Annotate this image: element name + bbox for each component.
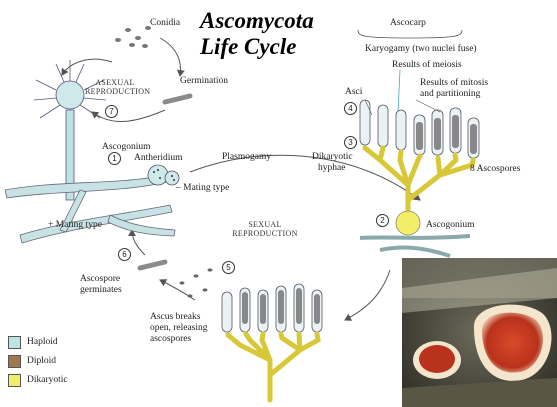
dikaryotic-hyphae: [365, 148, 473, 215]
label-asci: Asci: [345, 87, 362, 98]
cycle-arrow: [345, 270, 390, 320]
label-minus-mating-type: – Mating type: [176, 183, 229, 194]
label-ascogonium-top: Ascogonium: [102, 142, 151, 153]
label-ascospore: Ascospore: [80, 274, 120, 285]
germinating-ascospore: [140, 262, 165, 268]
cycle-arrow: [132, 230, 145, 255]
legend-label: Dikaryotic: [27, 375, 68, 385]
ascogonium-cell: [148, 165, 168, 185]
step-5-badge: 5: [222, 261, 235, 274]
title-line-1: Ascomycota: [200, 8, 314, 33]
label-ascogonium-bottom: Ascogonium: [426, 220, 475, 231]
asexual-reproduction-label: Asexual reproduction: [85, 78, 145, 96]
legend-swatch: [8, 374, 21, 387]
cycle-arrow: [62, 59, 112, 75]
label-results-of-mitosis: Results of mitosis: [420, 78, 488, 89]
label-karyogamy: Karyogamy (two nuclei fuse): [365, 44, 477, 55]
lower-ascocarp: [222, 284, 322, 400]
label-plasmogamy: Plasmogamy: [222, 152, 271, 163]
sexual-reproduction-label: Sexual reproduction: [230, 220, 300, 238]
label-plus-mating-type: + Mating type: [48, 220, 102, 231]
title-line-2: Life Cycle: [200, 34, 296, 59]
label-ascocarp: Ascocarp: [390, 18, 426, 29]
mitosis-leader: [416, 100, 440, 112]
legend-item-haploid: Haploid: [8, 336, 58, 348]
germinating-spore: [165, 96, 190, 102]
step-7-badge: 7: [105, 105, 118, 118]
label-and-partitioning: and partitioning: [420, 89, 480, 100]
cycle-arrow: [160, 38, 180, 76]
cycle-arrow: [92, 110, 165, 122]
ascocarp-asci: [360, 100, 479, 158]
label-results-of-meiosis: Results of meiosis: [392, 60, 462, 71]
cup-fungus-photo: [402, 258, 557, 407]
step-3-badge: 3: [344, 136, 357, 149]
legend-swatch: [8, 355, 21, 368]
meiosis-leader: [398, 70, 400, 112]
legend-item-diploid: Diploid: [8, 355, 56, 367]
legend-label: Haploid: [27, 337, 58, 347]
ascocarp-bracket: [358, 30, 462, 38]
label-8-ascospores: 8 Ascospores: [470, 164, 520, 175]
legend-item-dikaryotic: Dikaryotic: [8, 374, 68, 386]
legend-swatch: [8, 336, 21, 349]
right-mycelium: [360, 236, 470, 256]
conidia-spores: [115, 26, 151, 48]
ascogonium-bottom-cell: [396, 211, 420, 235]
legend-label: Diploid: [27, 356, 56, 366]
label-conidia: Conidia: [150, 18, 180, 29]
step-2-badge: 2: [376, 214, 389, 227]
step-1-badge: 1: [108, 152, 121, 165]
label-hyphae: hyphae: [318, 163, 345, 174]
step-6-badge: 6: [118, 248, 131, 261]
label-antheridium: Antheridium: [134, 153, 183, 164]
left-mycelium: [5, 175, 175, 243]
label-germination: Germination: [180, 76, 228, 87]
label-ascospores: ascospores: [150, 334, 191, 345]
label-ascus-breaks: Ascus breaks: [150, 312, 200, 323]
label-open-releasing: open, releasing: [150, 323, 208, 334]
label-germinates: germinates: [80, 285, 122, 296]
label-dikaryotic: Dikaryotic: [312, 152, 353, 163]
step-4-badge: 4: [344, 102, 357, 115]
